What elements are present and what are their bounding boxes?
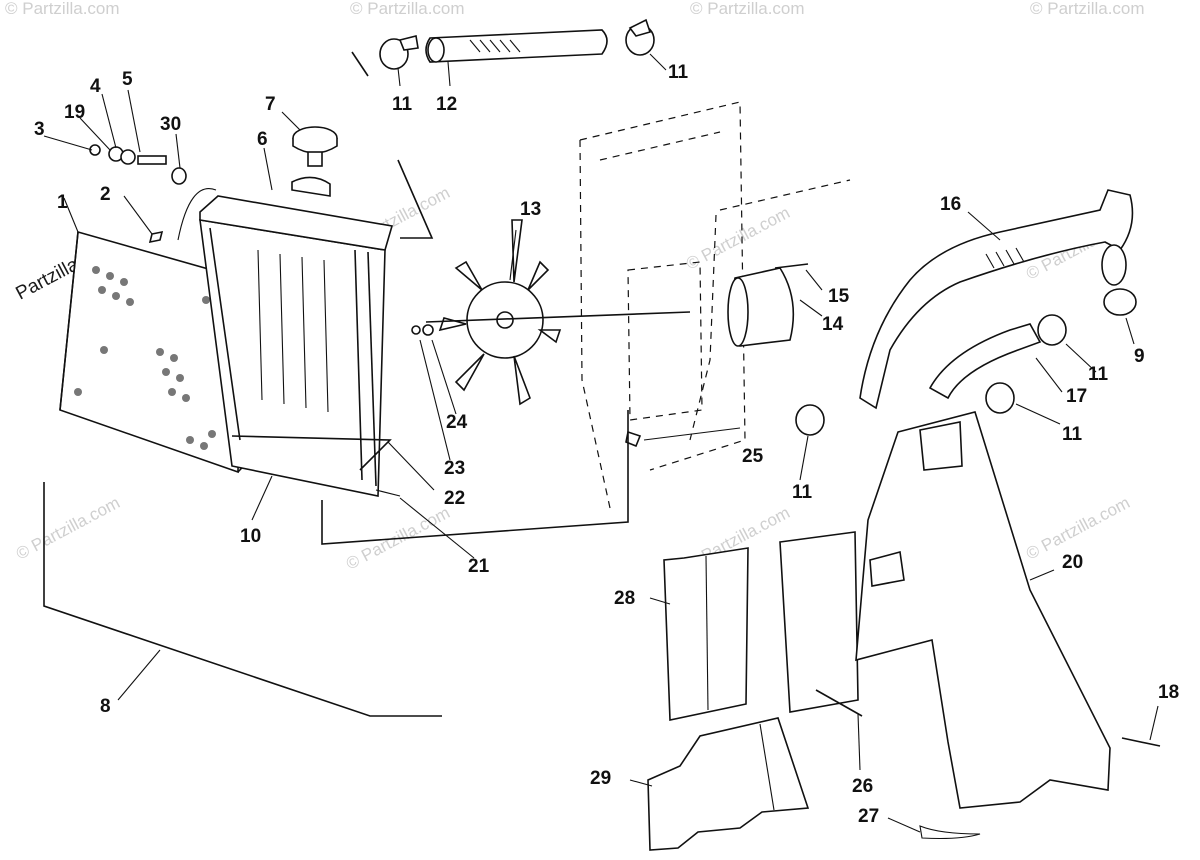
callout-11: 11 [668, 62, 689, 83]
radiator-cap-part-7 [292, 126, 338, 167]
callout-1: 1 [57, 192, 68, 213]
radiator-shroud-part-1 [59, 230, 257, 474]
callout-10: 10 [240, 526, 261, 547]
callout-4: 4 [90, 76, 101, 97]
hose-clamp-mid [1037, 314, 1067, 346]
callout-27: 27 [858, 806, 879, 827]
callout-7: 7 [265, 94, 276, 115]
callout-15: 15 [828, 286, 850, 307]
watermark: © Partzilla.com [5, 0, 120, 18]
lower-hose-part-16 [859, 189, 1134, 410]
callout-8: 8 [100, 696, 111, 717]
callout-6: 6 [257, 129, 268, 150]
hose-clamp-upper-left [379, 35, 419, 70]
callout-30: 30 [160, 114, 181, 135]
callout-20: 20 [1062, 552, 1083, 573]
bolt-part-15 [774, 263, 809, 269]
callout-17: 17 [1066, 386, 1087, 407]
watermark: © Partzilla.com [13, 493, 123, 564]
callout-25: 25 [742, 446, 764, 467]
hose-clamp-upper-right [625, 18, 655, 56]
callout-11: 11 [1062, 424, 1083, 445]
callout-13: 13 [520, 199, 541, 220]
watermark: © Partzilla.com [1030, 0, 1145, 18]
callout-11: 11 [392, 94, 413, 115]
callout-12: 12 [436, 94, 457, 115]
screw-part-26 [815, 689, 863, 717]
callout-14: 14 [822, 314, 844, 335]
callout-labels: 1 2 3 4 5 6 7 8 9 10 11 11 11 11 11 12 1… [34, 62, 1179, 827]
callout-22: 22 [444, 488, 465, 509]
watermark: © Partzilla.com [350, 0, 465, 18]
callout-26: 26 [852, 776, 873, 797]
frame-outline [579, 101, 851, 509]
leader-lines [43, 51, 1159, 833]
callout-24: 24 [446, 412, 468, 433]
wire-tie-part-27 [919, 825, 981, 840]
cooling-fan-part-13 [438, 219, 562, 406]
drain-hardware-stack [89, 144, 187, 185]
upper-hose-part-12 [425, 29, 608, 63]
hose-clamp-lower-right [985, 382, 1015, 414]
watermark: © Partzilla.com [683, 203, 793, 274]
hose-clamp-lower-left [795, 404, 825, 436]
clip-part-2 [148, 230, 164, 244]
callout-16: 16 [940, 194, 961, 215]
callout-5: 5 [122, 69, 133, 90]
panel-part-20 [779, 411, 1111, 809]
hose-part-17 [928, 323, 1042, 400]
callout-23: 23 [444, 458, 465, 479]
watermark: © Partzilla.com [690, 0, 805, 18]
callout-19: 19 [64, 102, 85, 123]
fan-housing-part-14 [727, 267, 795, 347]
callout-21: 21 [468, 556, 490, 577]
radiator-core-part-10 [199, 219, 386, 497]
nut-part-23 [411, 325, 421, 335]
callout-28: 28 [614, 588, 635, 609]
callout-9: 9 [1134, 346, 1145, 367]
callout-2: 2 [100, 184, 111, 205]
bracket-part-25 [625, 430, 642, 448]
hose-clamp-part-9 [1103, 288, 1137, 316]
callout-11: 11 [1088, 364, 1109, 385]
callout-3: 3 [34, 119, 45, 140]
callout-18: 18 [1158, 682, 1179, 703]
washer-part-24 [422, 324, 434, 336]
panel-part-29 [647, 717, 810, 851]
callout-11: 11 [792, 482, 813, 503]
panel-part-28 [663, 547, 749, 721]
bolt-part-18 [1121, 737, 1161, 747]
callout-29: 29 [590, 768, 611, 789]
radiator-top-tank-part-6 [177, 176, 394, 251]
screw-part-21 [375, 489, 401, 497]
